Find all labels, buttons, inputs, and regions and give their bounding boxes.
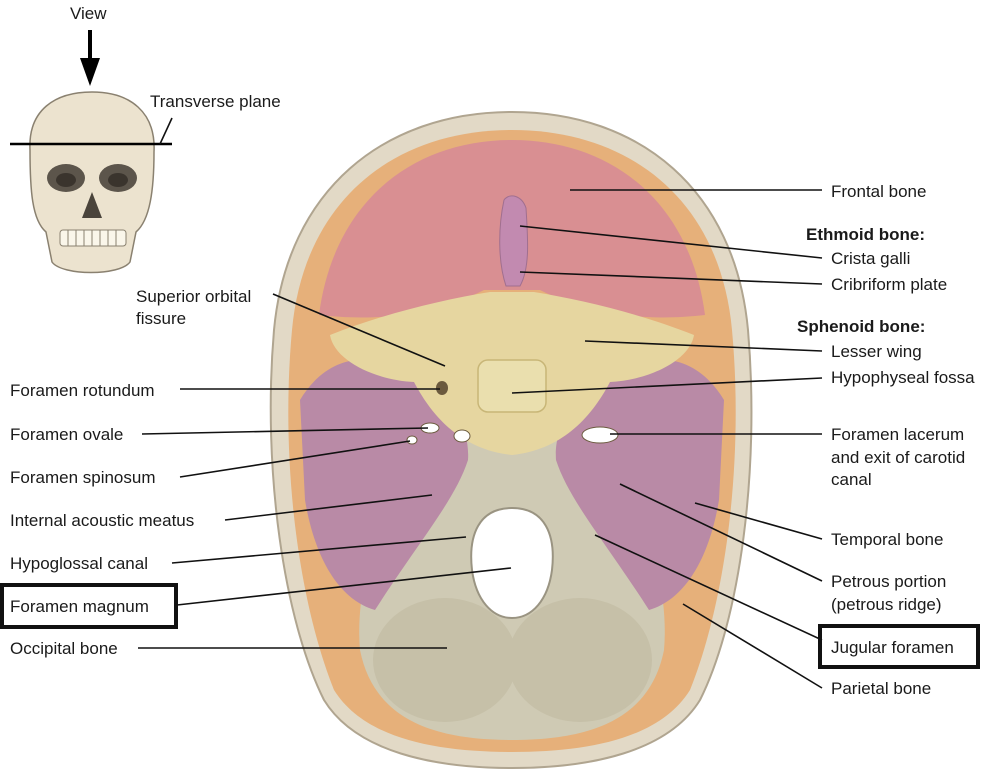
leader-petrous — [619, 483, 823, 582]
leader-jugular — [594, 534, 823, 641]
label-internal-acoustic-meatus: Internal acoustic meatus — [10, 511, 194, 530]
leader-crista — [519, 225, 823, 259]
label-foramen-magnum: Foramen magnum — [10, 597, 149, 616]
leader-superior-orbital — [272, 293, 446, 367]
label-superior-orbital-1: Superior orbital — [136, 287, 251, 306]
label-occipital-bone: Occipital bone — [10, 639, 118, 658]
skull-base — [269, 110, 753, 770]
hypophyseal-fossa-shape — [477, 359, 547, 413]
leader-lesser-wing — [584, 340, 823, 352]
crista-galli-shape — [499, 195, 529, 287]
left-labels: Superior orbital fissure Foramen rotundu… — [10, 287, 251, 658]
label-foramen-lacerum-1: Foramen lacerum — [831, 425, 964, 444]
transverse-plane-label: Transverse plane — [150, 92, 281, 111]
label-hypoglossal-canal: Hypoglossal canal — [10, 554, 148, 573]
foramen-rotundum-hole — [436, 381, 448, 395]
label-foramen-rotundum: Foramen rotundum — [10, 381, 155, 400]
leader-temporal — [694, 502, 823, 540]
leader-acoustic — [224, 494, 433, 521]
nasal-cavity — [82, 192, 102, 218]
skull-cranium — [29, 91, 155, 274]
right-labels: Frontal bone Ethmoid bone: Crista galli … — [797, 182, 975, 698]
leader-ovale — [141, 427, 429, 435]
temporal-region-right — [555, 359, 724, 610]
foramen-spinosum-hole — [406, 435, 418, 445]
foramen-magnum-opening — [470, 506, 554, 620]
foramen-magnum-box — [0, 583, 178, 629]
leader-hypophyseal — [511, 377, 823, 394]
label-foramen-ovale: Foramen ovale — [10, 425, 123, 444]
label-foramen-lacerum-3: canal — [831, 470, 872, 489]
label-hypophyseal-fossa: Hypophyseal fossa — [831, 368, 975, 387]
foramen-lacerum-hole — [581, 426, 619, 444]
leader-parietal — [682, 603, 823, 689]
leader-magnum — [176, 567, 512, 606]
leader-lines — [138, 189, 823, 689]
jugular-foramen-box — [818, 624, 980, 669]
label-sphenoid-header: Sphenoid bone: — [797, 317, 925, 336]
label-jugular-foramen: Jugular foramen — [831, 638, 954, 657]
leader-hypoglossal — [171, 536, 467, 564]
label-petrous-1: Petrous portion — [831, 572, 946, 591]
label-parietal-bone: Parietal bone — [831, 679, 931, 698]
view-label: View — [70, 4, 107, 23]
label-petrous-2: (petrous ridge) — [831, 595, 942, 614]
label-frontal-bone: Frontal bone — [831, 182, 926, 201]
label-temporal-bone: Temporal bone — [831, 530, 943, 549]
leader-spinosum — [179, 440, 411, 478]
label-ethmoid-header: Ethmoid bone: — [806, 225, 925, 244]
label-foramen-spinosum: Foramen spinosum — [10, 468, 156, 487]
label-crista-galli: Crista galli — [831, 249, 910, 268]
view-arrow-head-icon — [80, 58, 100, 86]
label-superior-orbital-2: fissure — [136, 309, 186, 328]
skull-inset: View Transverse plane — [10, 4, 281, 274]
label-lesser-wing: Lesser wing — [831, 342, 922, 361]
label-foramen-lacerum-2: and exit of carotid — [831, 448, 965, 467]
leader-cribriform — [519, 271, 823, 285]
label-cribriform-plate: Cribriform plate — [831, 275, 947, 294]
